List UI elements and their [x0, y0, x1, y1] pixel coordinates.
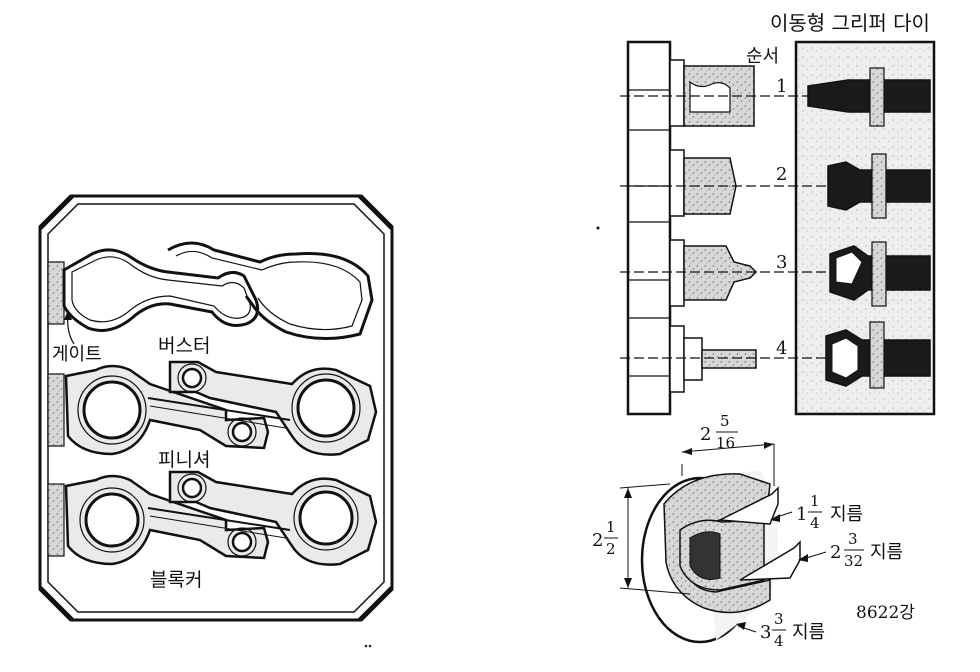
- svg-text:2: 2: [606, 540, 616, 558]
- svg-text:5: 5: [720, 412, 730, 430]
- step-number: 3: [776, 252, 787, 273]
- svg-text:2: 2: [700, 424, 711, 445]
- dim-outer-diameter: 3 3 4 지름: [760, 610, 825, 650]
- scan-dot: [596, 226, 600, 230]
- step-1-tooling: [620, 59, 931, 127]
- svg-text:지름: 지름: [870, 542, 903, 563]
- svg-text:4: 4: [774, 632, 784, 650]
- dim-inner-diameter: 1 1 4 지름: [796, 492, 863, 532]
- finisher-label: 피니셔: [158, 449, 210, 471]
- finisher-cavity: [64, 360, 378, 456]
- dim-top: 2 5 16: [700, 412, 738, 452]
- svg-text:2: 2: [592, 530, 603, 551]
- svg-text:1: 1: [796, 504, 807, 525]
- buster-cavity: [62, 241, 374, 341]
- punch-holder: [626, 40, 672, 416]
- scan-dot: [368, 644, 372, 648]
- svg-text:3: 3: [848, 530, 858, 548]
- svg-text:3: 3: [774, 610, 784, 628]
- forged-part: [640, 470, 801, 644]
- svg-text:지름: 지름: [792, 622, 825, 643]
- svg-text:32: 32: [844, 552, 863, 570]
- forging-die-block: [38, 194, 394, 622]
- gate-label: 게이트: [52, 344, 102, 365]
- figure-code: 8622강: [856, 603, 915, 623]
- svg-text:1: 1: [810, 492, 820, 510]
- step-number: 2: [776, 164, 787, 185]
- step-4-tooling: [620, 321, 931, 393]
- blocker-label: 블록커: [150, 569, 202, 591]
- step-3-tooling: [620, 239, 931, 307]
- dim-mid-diameter: 2 3 32 지름: [830, 530, 903, 570]
- dimension-lines: [619, 442, 827, 633]
- gate-arrow-icon: [64, 310, 72, 320]
- gripper-die-title: 이동형 그리퍼 다이: [770, 11, 930, 35]
- blocker-cavity: [64, 470, 378, 566]
- svg-text:3: 3: [760, 622, 771, 643]
- scan-dot: [364, 644, 368, 648]
- step-number: 1: [776, 76, 787, 97]
- gate-inserts: [47, 261, 65, 557]
- svg-text:4: 4: [810, 514, 820, 532]
- step-2-tooling: [620, 149, 931, 219]
- dim-left: 2 1 2: [592, 518, 618, 558]
- svg-text:2: 2: [830, 542, 841, 563]
- svg-text:지름: 지름: [830, 504, 863, 525]
- svg-text:16: 16: [716, 434, 735, 452]
- svg-text:1: 1: [606, 518, 616, 536]
- step-number: 4: [776, 338, 787, 359]
- sequence-header: 순서: [746, 46, 779, 67]
- buster-label: 버스터: [158, 335, 210, 357]
